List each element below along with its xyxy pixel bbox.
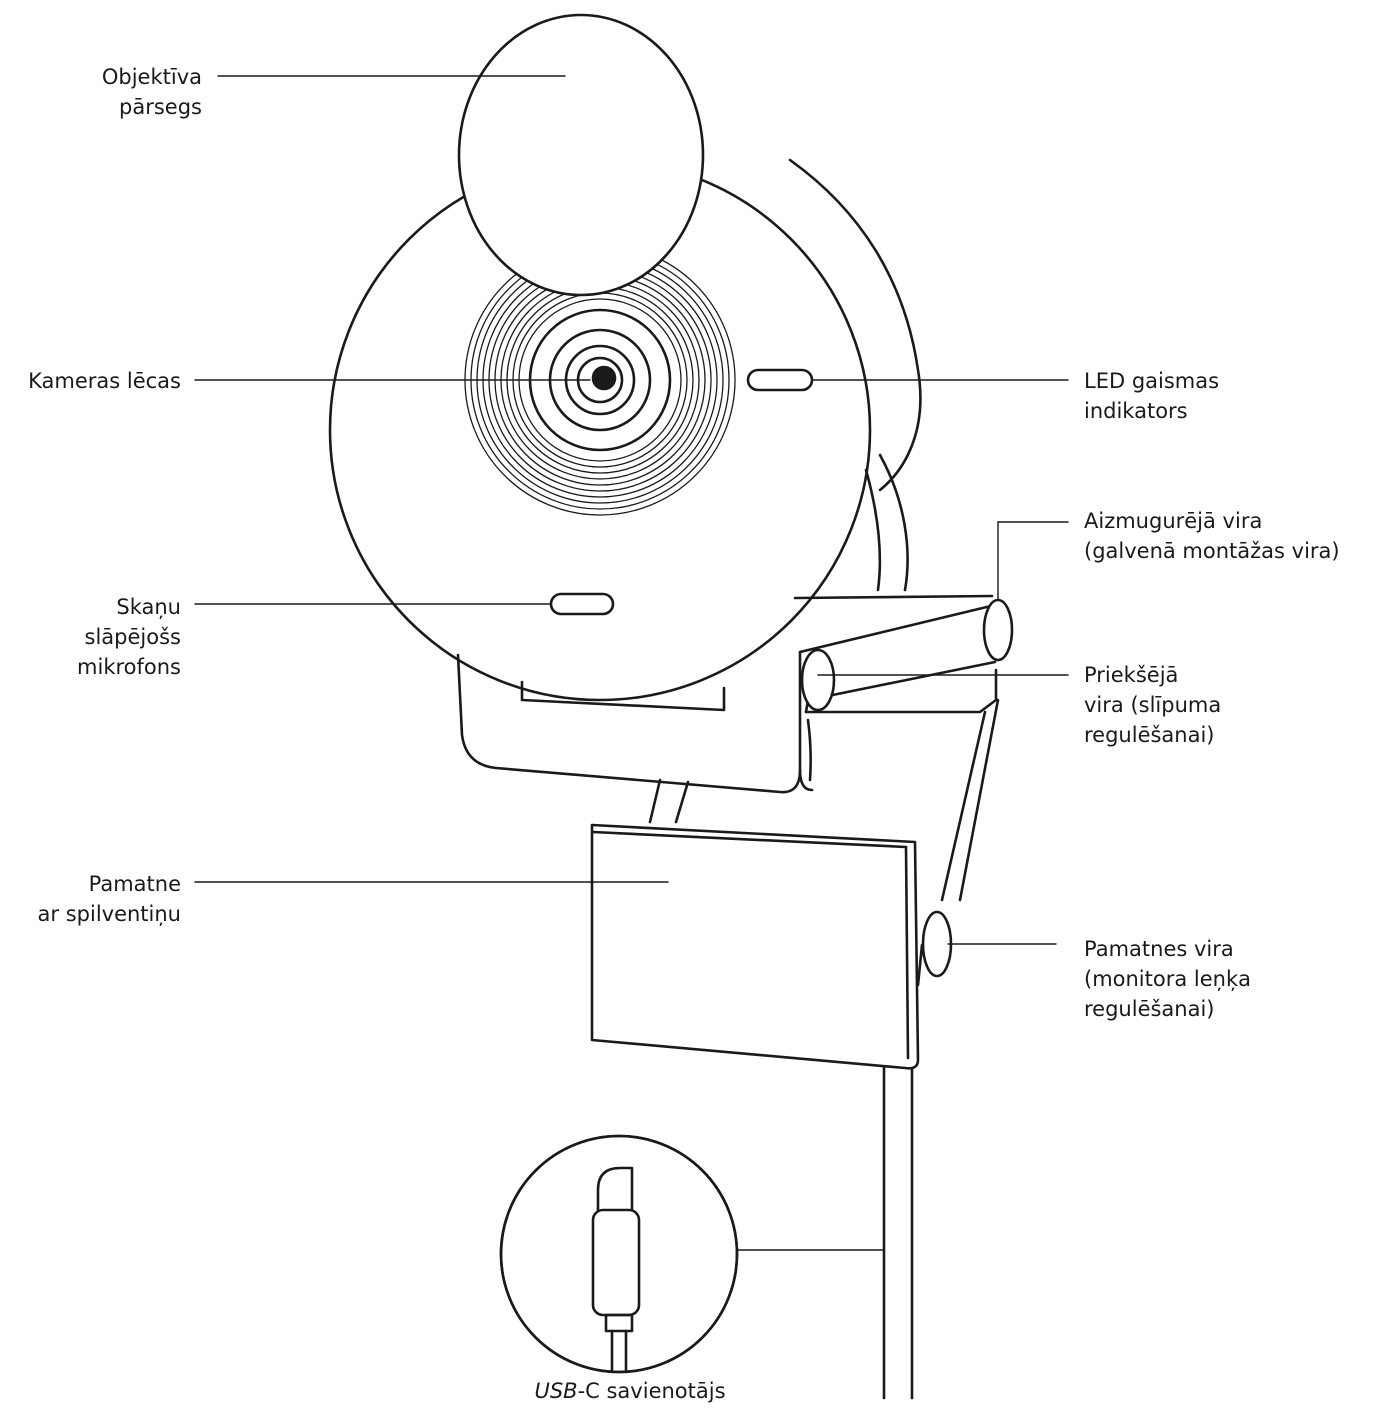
front-hinge bbox=[800, 648, 836, 712]
label-camera-lens: Kameras lēcas bbox=[28, 369, 181, 393]
leader-lines bbox=[194, 75, 1069, 1251]
camera-lens bbox=[528, 308, 672, 452]
lens-cover bbox=[457, 13, 705, 297]
led-indicator bbox=[746, 368, 814, 392]
label-base-pad: Pamatne ar spilventiņu bbox=[37, 872, 181, 926]
label-lens-cover: Objektīva pārsegs bbox=[101, 65, 202, 119]
microphone bbox=[549, 592, 615, 616]
rear-hinge bbox=[982, 598, 1014, 662]
base-clip bbox=[590, 823, 920, 1070]
label-usbc-prefix: USB bbox=[534, 1379, 578, 1403]
label-usbc-suffix: -C savienotājs bbox=[577, 1379, 726, 1403]
camera-back-housing bbox=[788, 158, 922, 592]
usbc-callout bbox=[499, 1134, 739, 1374]
label-usbc-connector: USB-C savienotājs bbox=[440, 1376, 820, 1406]
base-hinge bbox=[916, 910, 953, 987]
camera-neck bbox=[648, 778, 690, 824]
label-noise-mic: Skaņu slāpējošs mikrofons bbox=[77, 595, 181, 679]
label-front-hinge: Priekšējā vira (slīpuma regulēšanai) bbox=[1084, 663, 1222, 747]
label-base-hinge: Pamatnes vira (monitora leņķa regulēšana… bbox=[1084, 937, 1251, 1021]
usb-cable bbox=[882, 1060, 914, 1400]
label-rear-hinge: Aizmugurējā vira (galvenā montāžas vira) bbox=[1084, 509, 1340, 563]
label-led-indicator: LED gaismas indikators bbox=[1084, 369, 1220, 423]
camera-lower-body bbox=[456, 653, 802, 794]
